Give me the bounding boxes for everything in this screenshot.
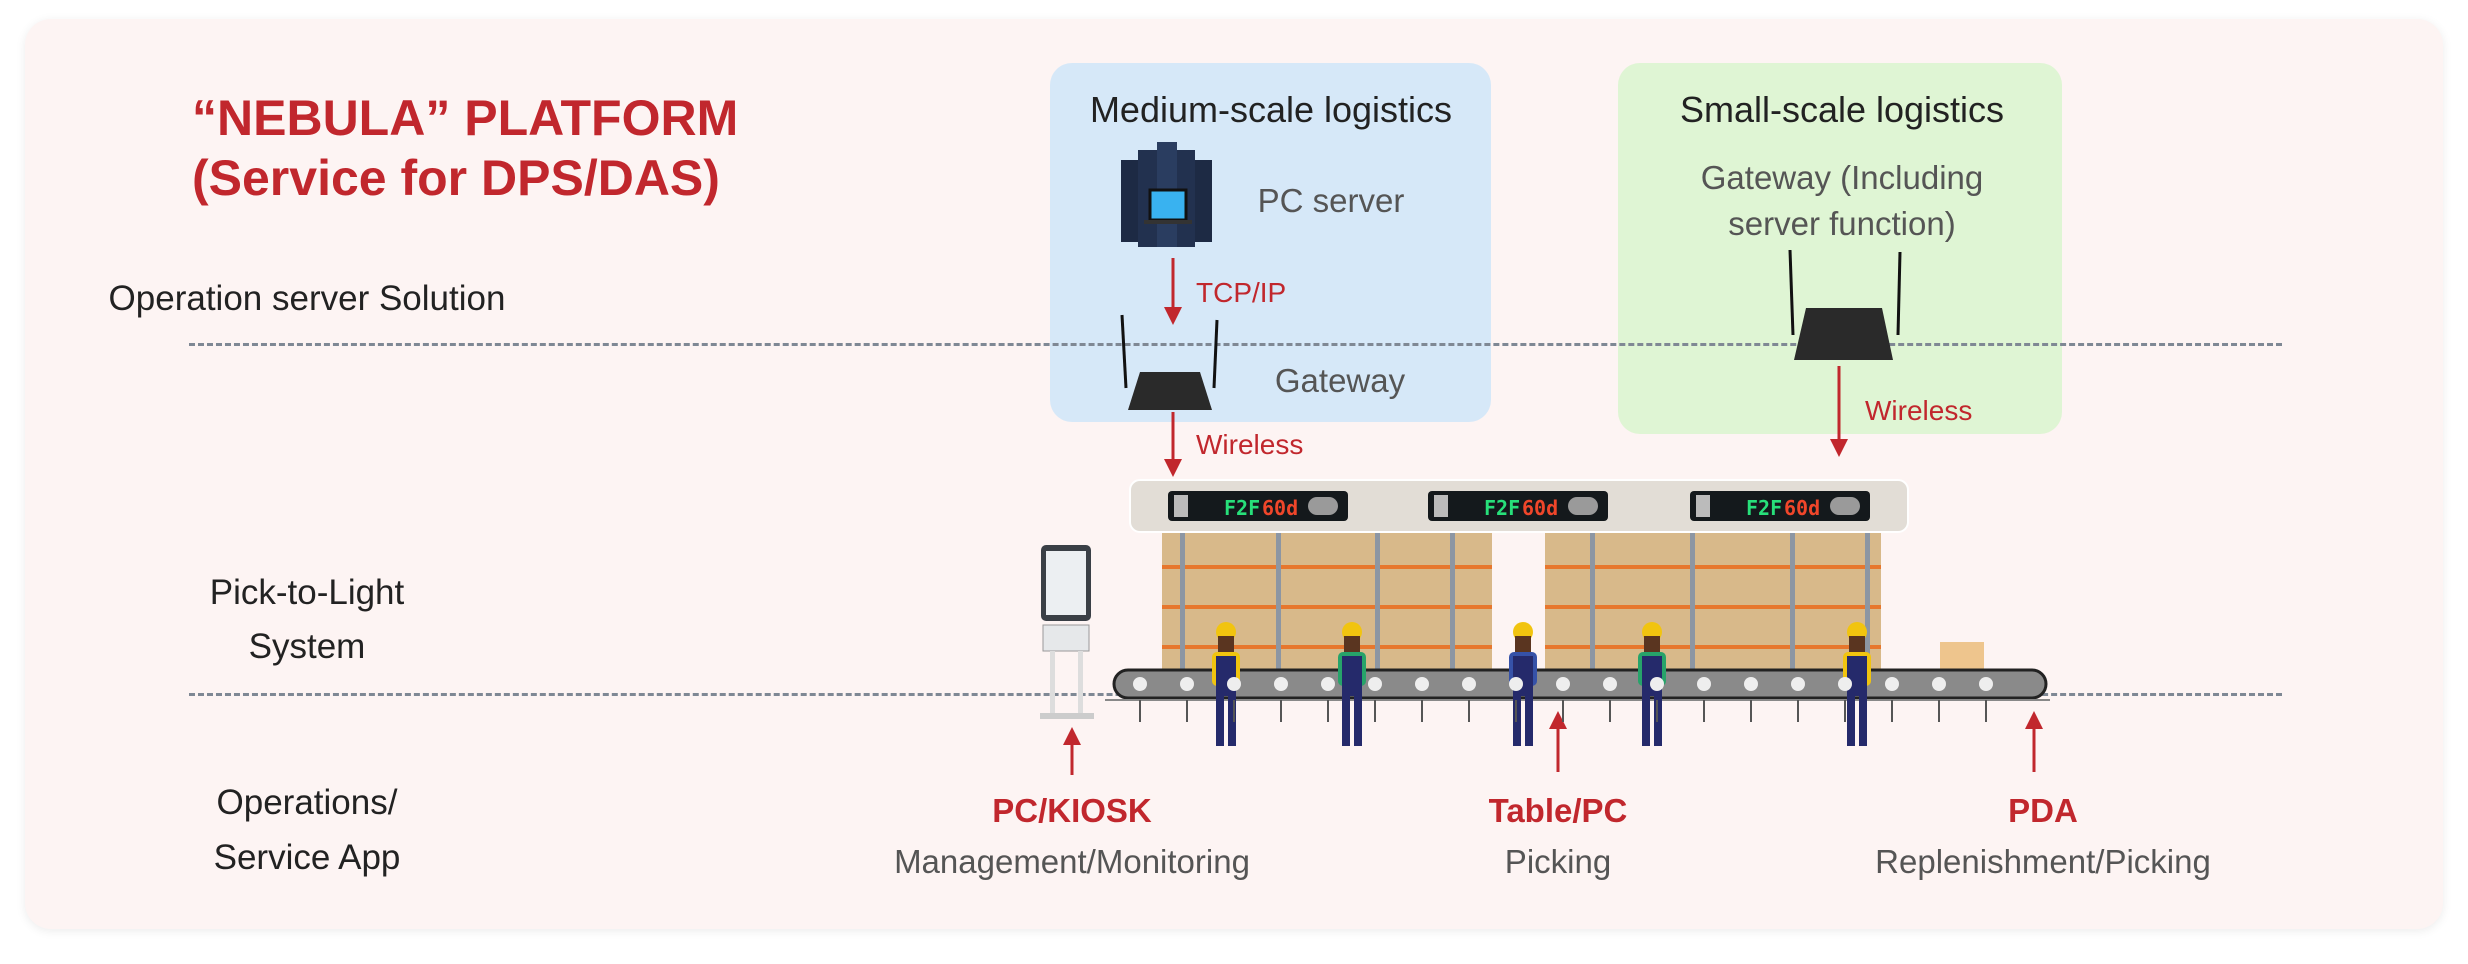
roller: [1556, 677, 1570, 691]
roller: [1133, 677, 1147, 691]
roller: [1744, 677, 1758, 691]
app-name: Table/PC: [1488, 792, 1628, 829]
display-digits-red: 60d: [1262, 496, 1298, 520]
platform-title: “NEBULA” PLATFORM (Service for DPS/DAS): [192, 90, 739, 206]
kiosk-icon: [1040, 545, 1094, 719]
app-role: Replenishment/Picking: [1875, 843, 2211, 880]
display-digits-red: 60d: [1522, 496, 1558, 520]
roller: [1368, 677, 1382, 691]
pc-server-label: PC server: [1257, 182, 1405, 219]
display-digits-red: 60d: [1784, 496, 1820, 520]
row-label-operations-app: Operations/: [216, 783, 398, 822]
gateway-server-label: Gateway (Including: [1700, 159, 1984, 196]
roller: [1321, 677, 1335, 691]
app-role: Picking: [1504, 843, 1612, 880]
app-role: Management/Monitoring: [894, 843, 1250, 880]
display-digits-green: F2F: [1484, 496, 1520, 520]
roller: [1791, 677, 1805, 691]
warehouse-shelves: [1162, 532, 1984, 677]
row-label-operations-app: Service App: [213, 838, 401, 877]
divider-line: [189, 343, 2282, 346]
roller: [1838, 677, 1852, 691]
roller: [1697, 677, 1711, 691]
row-label-operation-server: Operation server Solution: [108, 279, 506, 318]
conveyor-belt: [1105, 668, 2050, 701]
server-icon: [1121, 142, 1212, 247]
worker-figure: [1338, 622, 1366, 746]
worker-figure: [1843, 622, 1871, 746]
roller: [1462, 677, 1476, 691]
roller: [1274, 677, 1288, 691]
small-scale-title: Small-scale logistics: [1679, 89, 2005, 130]
display-digits-green: F2F: [1224, 496, 1260, 520]
conveyor-rollers: [1133, 677, 1993, 722]
tcp-ip-label: TCP/IP: [1196, 277, 1287, 308]
gateway-router-icon: [1788, 249, 1902, 360]
roller: [1415, 677, 1429, 691]
app-name: PDA: [2008, 792, 2078, 829]
roller: [1509, 677, 1523, 691]
roller: [1932, 677, 1946, 691]
roller: [1180, 677, 1194, 691]
medium-scale-title: Medium-scale logistics: [1089, 89, 1453, 130]
wireless-label: Wireless: [1865, 395, 1973, 426]
row-label-pick-to-light: Pick-to-Light: [209, 573, 405, 612]
roller: [1885, 677, 1899, 691]
roller: [1603, 677, 1617, 691]
wireless-label: Wireless: [1196, 429, 1304, 460]
roller: [1227, 677, 1241, 691]
arrows: [1063, 258, 2043, 775]
gateway-server-label: server function): [1728, 205, 1956, 242]
gateway-router-icon: [1120, 314, 1219, 410]
roller: [1650, 677, 1664, 691]
gateway-label: Gateway: [1274, 362, 1406, 399]
app-name: PC/KIOSK: [992, 792, 1152, 829]
row-label-pick-to-light: System: [248, 627, 366, 666]
display-digits-green: F2F: [1746, 496, 1782, 520]
roller: [1979, 677, 1993, 691]
